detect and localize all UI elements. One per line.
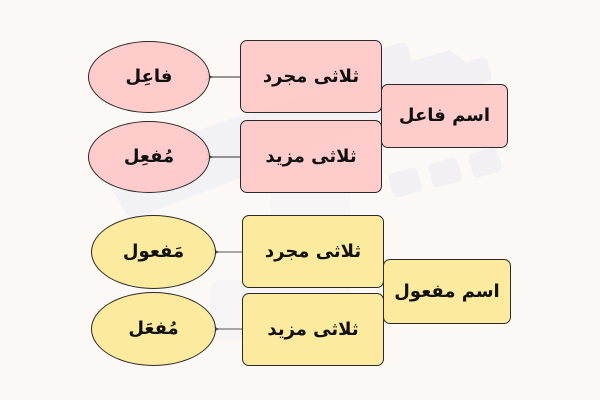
- branch-label: ثلاثی مزید: [265, 145, 357, 167]
- result-label: مَفعول: [122, 241, 185, 262]
- branch-label: ثلاثی مجرد: [264, 240, 362, 262]
- result-label: مُفعَل: [128, 318, 179, 339]
- branch-thulathi-mujarrad-mafool: ثلاثی مجرد: [242, 215, 384, 288]
- branch-label: ثلاثی مزید: [267, 318, 359, 340]
- result-mufal: مُفعَل: [91, 292, 216, 366]
- root-ism-faael: اسم فاعل: [381, 84, 508, 148]
- result-label: فاعِل: [125, 66, 173, 87]
- root-ism-mafool: اسم مفعول: [383, 259, 511, 324]
- branch-thulathi-mujarrad-faael: ثلاثی مجرد: [240, 40, 382, 113]
- branch-thulathi-mazid-mafool: ثلاثی مزید: [242, 293, 384, 366]
- result-mufel: مُفعِل: [88, 121, 210, 193]
- result-mafool: مَفعول: [91, 215, 216, 289]
- branch-thulathi-mazid-faael: ثلاثی مزید: [240, 120, 382, 193]
- result-faael: فاعِل: [88, 41, 210, 113]
- result-label: مُفعِل: [123, 146, 175, 167]
- root-label: اسم مفعول: [394, 280, 500, 302]
- root-label: اسم فاعل: [398, 105, 491, 126]
- branch-label: ثلاثی مجرد: [262, 65, 360, 87]
